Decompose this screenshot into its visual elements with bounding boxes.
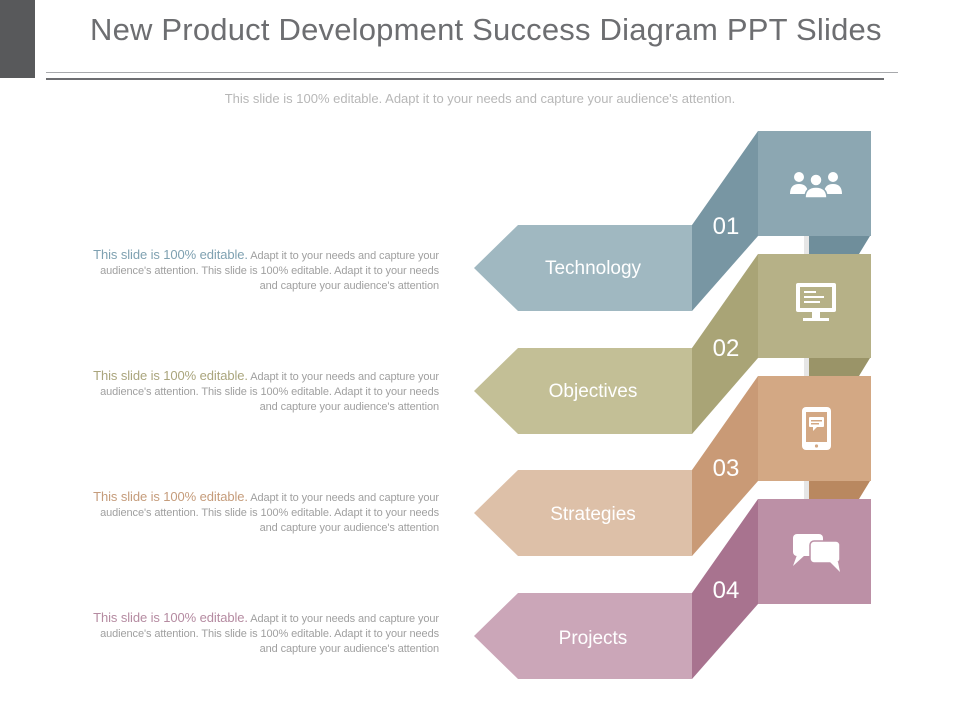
page-title: New Product Development Success Diagram … — [90, 12, 882, 47]
connector-bar — [804, 230, 810, 500]
step-1-label: Technology — [545, 258, 642, 279]
step-4-arrow — [474, 593, 692, 679]
step-4-number: 04 — [713, 577, 740, 604]
step-4-description: This slide is 100% editable. Adapt it to… — [90, 610, 439, 657]
step-2-number: 02 — [713, 335, 740, 362]
step-2-description-body: Adapt it to your needs and capture your … — [100, 371, 439, 413]
step-3-description-lead: This slide is 100% editable. — [93, 489, 248, 504]
step-3: Strategies 03 — [474, 376, 871, 556]
step-2: Objectives 02 — [474, 254, 871, 434]
step-2-label: Objectives — [549, 381, 638, 402]
slide-subtitle: This slide is 100% editable. Adapt it to… — [224, 91, 736, 106]
step-3-arrow — [474, 470, 692, 556]
step-4-label: Projects — [559, 628, 628, 649]
title-divider — [46, 72, 898, 73]
step-4-description-lead: This slide is 100% editable. — [93, 610, 248, 625]
corner-accent-block — [0, 0, 35, 78]
title-divider-thick — [46, 78, 884, 80]
step-4-description-body: Adapt it to your needs and capture your … — [100, 613, 439, 655]
step-1-description-body: Adapt it to your needs and capture your … — [100, 250, 439, 292]
step-2-fold — [692, 254, 758, 434]
step-3-panel-shadow — [809, 481, 870, 499]
step-3-label: Strategies — [550, 504, 636, 525]
step-1-arrow — [474, 225, 692, 311]
tablet-icon — [802, 407, 831, 450]
chat-icon — [793, 534, 841, 572]
step-1-description-lead: This slide is 100% editable. — [93, 247, 248, 262]
step-3-fold — [692, 376, 758, 556]
step-1: Technology 01 — [474, 131, 871, 311]
step-2-description: This slide is 100% editable. Adapt it to… — [90, 368, 439, 415]
monitor-icon — [796, 283, 836, 321]
step-2-panel-shadow — [809, 358, 870, 376]
step-4-fold — [692, 499, 758, 679]
step-4: Projects 04 — [474, 499, 871, 679]
step-2-description-lead: This slide is 100% editable. — [93, 368, 248, 383]
step-1-description: This slide is 100% editable. Adapt it to… — [90, 247, 439, 294]
step-1-number: 01 — [713, 213, 740, 240]
step-3-number: 03 — [713, 455, 740, 482]
step-1-panel-shadow — [809, 236, 870, 254]
team-icon — [790, 172, 842, 199]
step-1-fold — [692, 131, 758, 311]
step-3-description-body: Adapt it to your needs and capture your … — [100, 492, 439, 534]
step-3-description: This slide is 100% editable. Adapt it to… — [90, 489, 439, 536]
step-2-arrow — [474, 348, 692, 434]
